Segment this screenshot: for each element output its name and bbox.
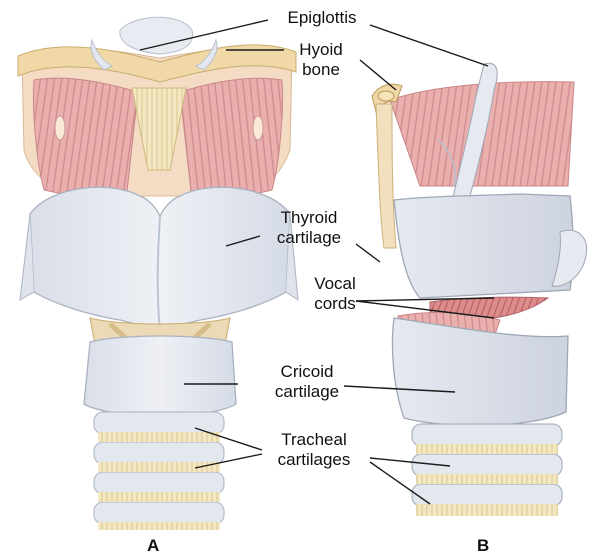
label-thyroid-line1: Thyroid [264,208,354,228]
label-epiglottis: Epiglottis [272,8,372,28]
panel-label-b: B [477,536,489,556]
label-cricoid-cartilage: Cricoid cartilage [262,362,352,402]
label-epiglottis-text: Epiglottis [288,8,357,27]
label-tracheal-cartilages: Tracheal cartilages [262,430,366,470]
label-vocal-line1: Vocal [306,274,364,294]
label-hyoid-bone: Hyoid bone [286,40,356,80]
label-hyoid-line1: Hyoid [286,40,356,60]
leader-epiglottis-b [370,25,488,66]
label-hyoid-line2: bone [286,60,356,80]
label-tracheal-line1: Tracheal [262,430,366,450]
figure-a-anterior-view [18,17,298,530]
label-cricoid-line2: cartilage [262,382,352,402]
label-cricoid-line1: Cricoid [262,362,352,382]
label-vocal-line2: cords [306,294,364,314]
figure-b-sagittal-view [372,63,587,516]
leader-thyroid-b [356,244,380,262]
label-thyroid-line2: cartilage [264,228,354,248]
label-thyroid-cartilage: Thyroid cartilage [264,208,354,248]
leader-hyoid-b [360,60,396,90]
label-vocal-cords: Vocal cords [306,274,364,314]
label-tracheal-line2: cartilages [262,450,366,470]
panel-label-a: A [147,536,159,556]
